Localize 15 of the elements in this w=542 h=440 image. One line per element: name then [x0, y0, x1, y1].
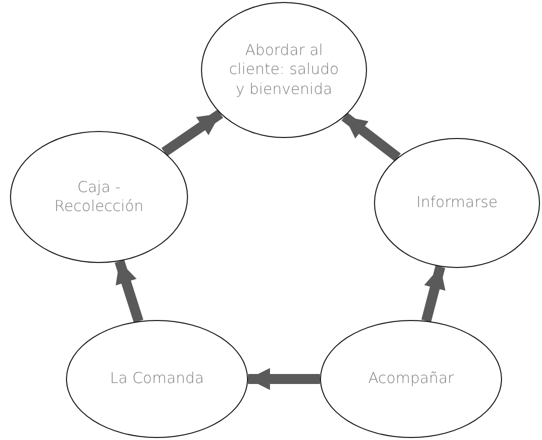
step-label: Acompañar — [368, 369, 454, 389]
step-ellipse — [374, 138, 540, 268]
arrow — [341, 112, 401, 162]
arrow — [248, 368, 320, 390]
step-label: Informarse — [416, 193, 498, 213]
step-ellipse — [66, 320, 248, 438]
step-ellipse — [320, 320, 502, 438]
step-label: Caja - Recolección — [53, 178, 145, 216]
arrow — [161, 110, 224, 156]
step-label: La Comanda — [110, 369, 204, 389]
step-label: Abordar al cliente: saludo y bienvenida — [228, 40, 340, 100]
step-ellipse — [10, 131, 188, 263]
arrow — [114, 260, 144, 323]
step-ellipse — [201, 2, 367, 138]
arrow — [421, 265, 446, 322]
